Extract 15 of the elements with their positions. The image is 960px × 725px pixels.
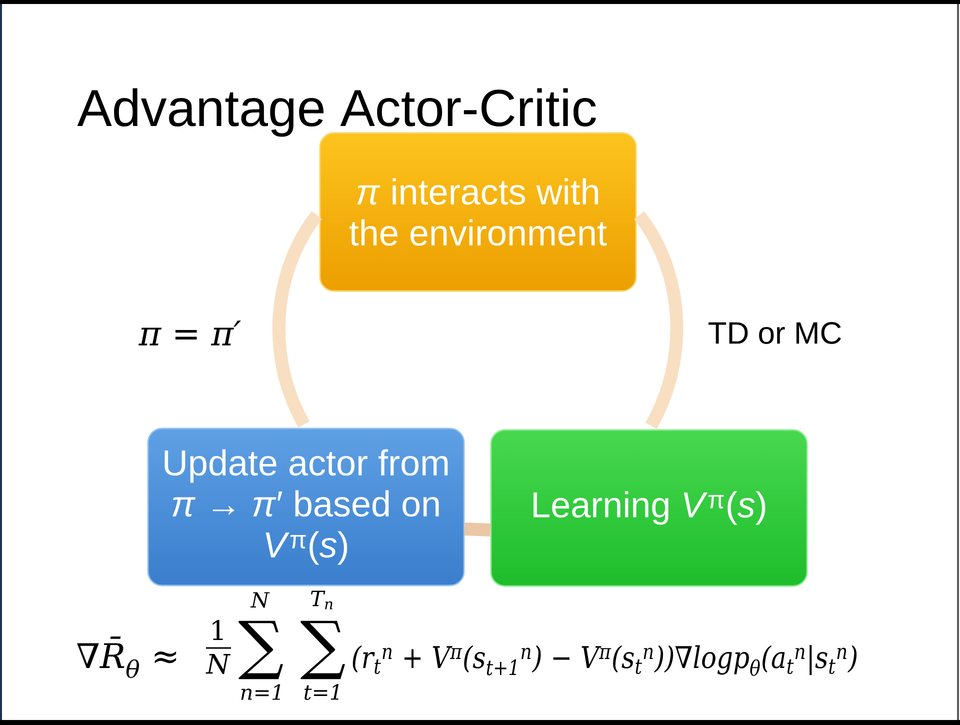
fraction-numerator: 1 — [212, 620, 223, 640]
step-box: π interacts with the environment — [319, 132, 637, 292]
formula-term: (r$_{t}$$^{n}$ + V$^{π}$(s$_{t+1}$$^{n}$) − V$^{π}$(s$_{t}$$^{n}$))∇logp$_{θ}$(a$_{t}$$^{n}$|s$_{t}$$^{n}$) — [352, 645, 857, 676]
cycle-arc — [634, 211, 684, 429]
summation-limit: t=1 — [304, 684, 339, 700]
cycle-connector — [464, 522, 491, 536]
side-label: TD or MC — [708, 322, 841, 344]
fraction-denominator: N — [206, 654, 231, 674]
formula-term: ∇R̄$_{θ}$ ≈ — [77, 636, 176, 678]
step-box: Update actor from π → π′ based on V$^{π}$(s) — [147, 428, 465, 586]
summation-sign: ∑ — [300, 620, 346, 680]
step-box: Learning V$^{π}$(s) — [490, 429, 808, 587]
summation-limit: n=1 — [241, 684, 280, 700]
math-label: π = π′ — [138, 320, 241, 346]
cycle-arc — [272, 211, 322, 428]
